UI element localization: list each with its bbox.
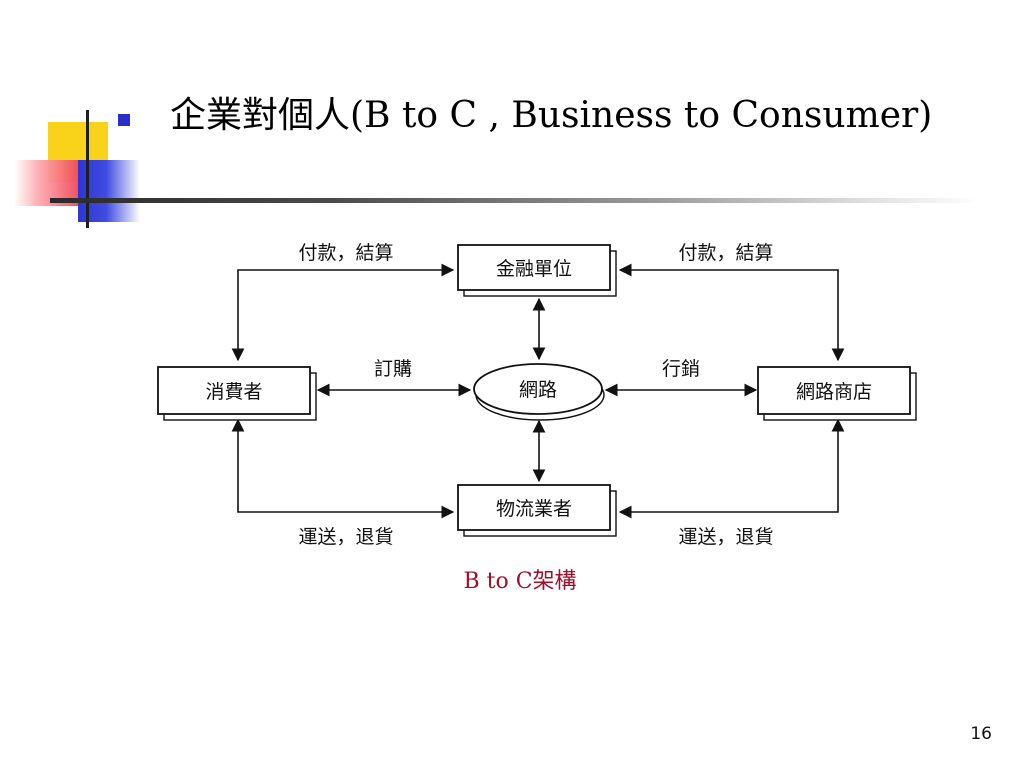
- edge-label-ship-left: 運送，退貨: [298, 526, 393, 548]
- diagram-caption: B to C架構: [463, 569, 577, 594]
- edge-consumer-logistics: [231, 418, 455, 519]
- edge-label-pay-left: 付款，結算: [298, 242, 393, 264]
- edge-consumer-finance: [231, 263, 455, 362]
- node-consumer-label: 消費者: [205, 381, 262, 403]
- node-store: 網路商店: [757, 366, 917, 421]
- node-store-label: 網路商店: [796, 381, 872, 403]
- node-logistics-label: 物流業者: [496, 498, 572, 520]
- connectors: [231, 263, 845, 519]
- edge-label-pay-right: 付款，結算: [678, 242, 773, 264]
- node-network: 網路: [473, 363, 605, 421]
- logo-vertical-line: [86, 110, 89, 228]
- title-bullet-icon: [118, 114, 130, 126]
- node-logistics: 物流業者: [457, 484, 617, 537]
- node-consumer: 消費者: [157, 366, 317, 421]
- edge-label-ship-right: 運送，退貨: [678, 526, 773, 548]
- edge-label-marketing: 行銷: [662, 358, 700, 380]
- edge-label-order: 訂購: [374, 358, 412, 380]
- node-finance: 金融單位: [457, 244, 617, 297]
- edge-logistics-store: [618, 418, 845, 519]
- page-number: 16: [970, 724, 992, 744]
- edge-finance-store: [618, 263, 845, 362]
- slide-title: 企業對個人(B to C , Business to Consumer): [170, 95, 933, 136]
- node-network-label: 網路: [519, 379, 557, 401]
- node-finance-label: 金融單位: [496, 258, 572, 280]
- title-underline: [50, 198, 980, 203]
